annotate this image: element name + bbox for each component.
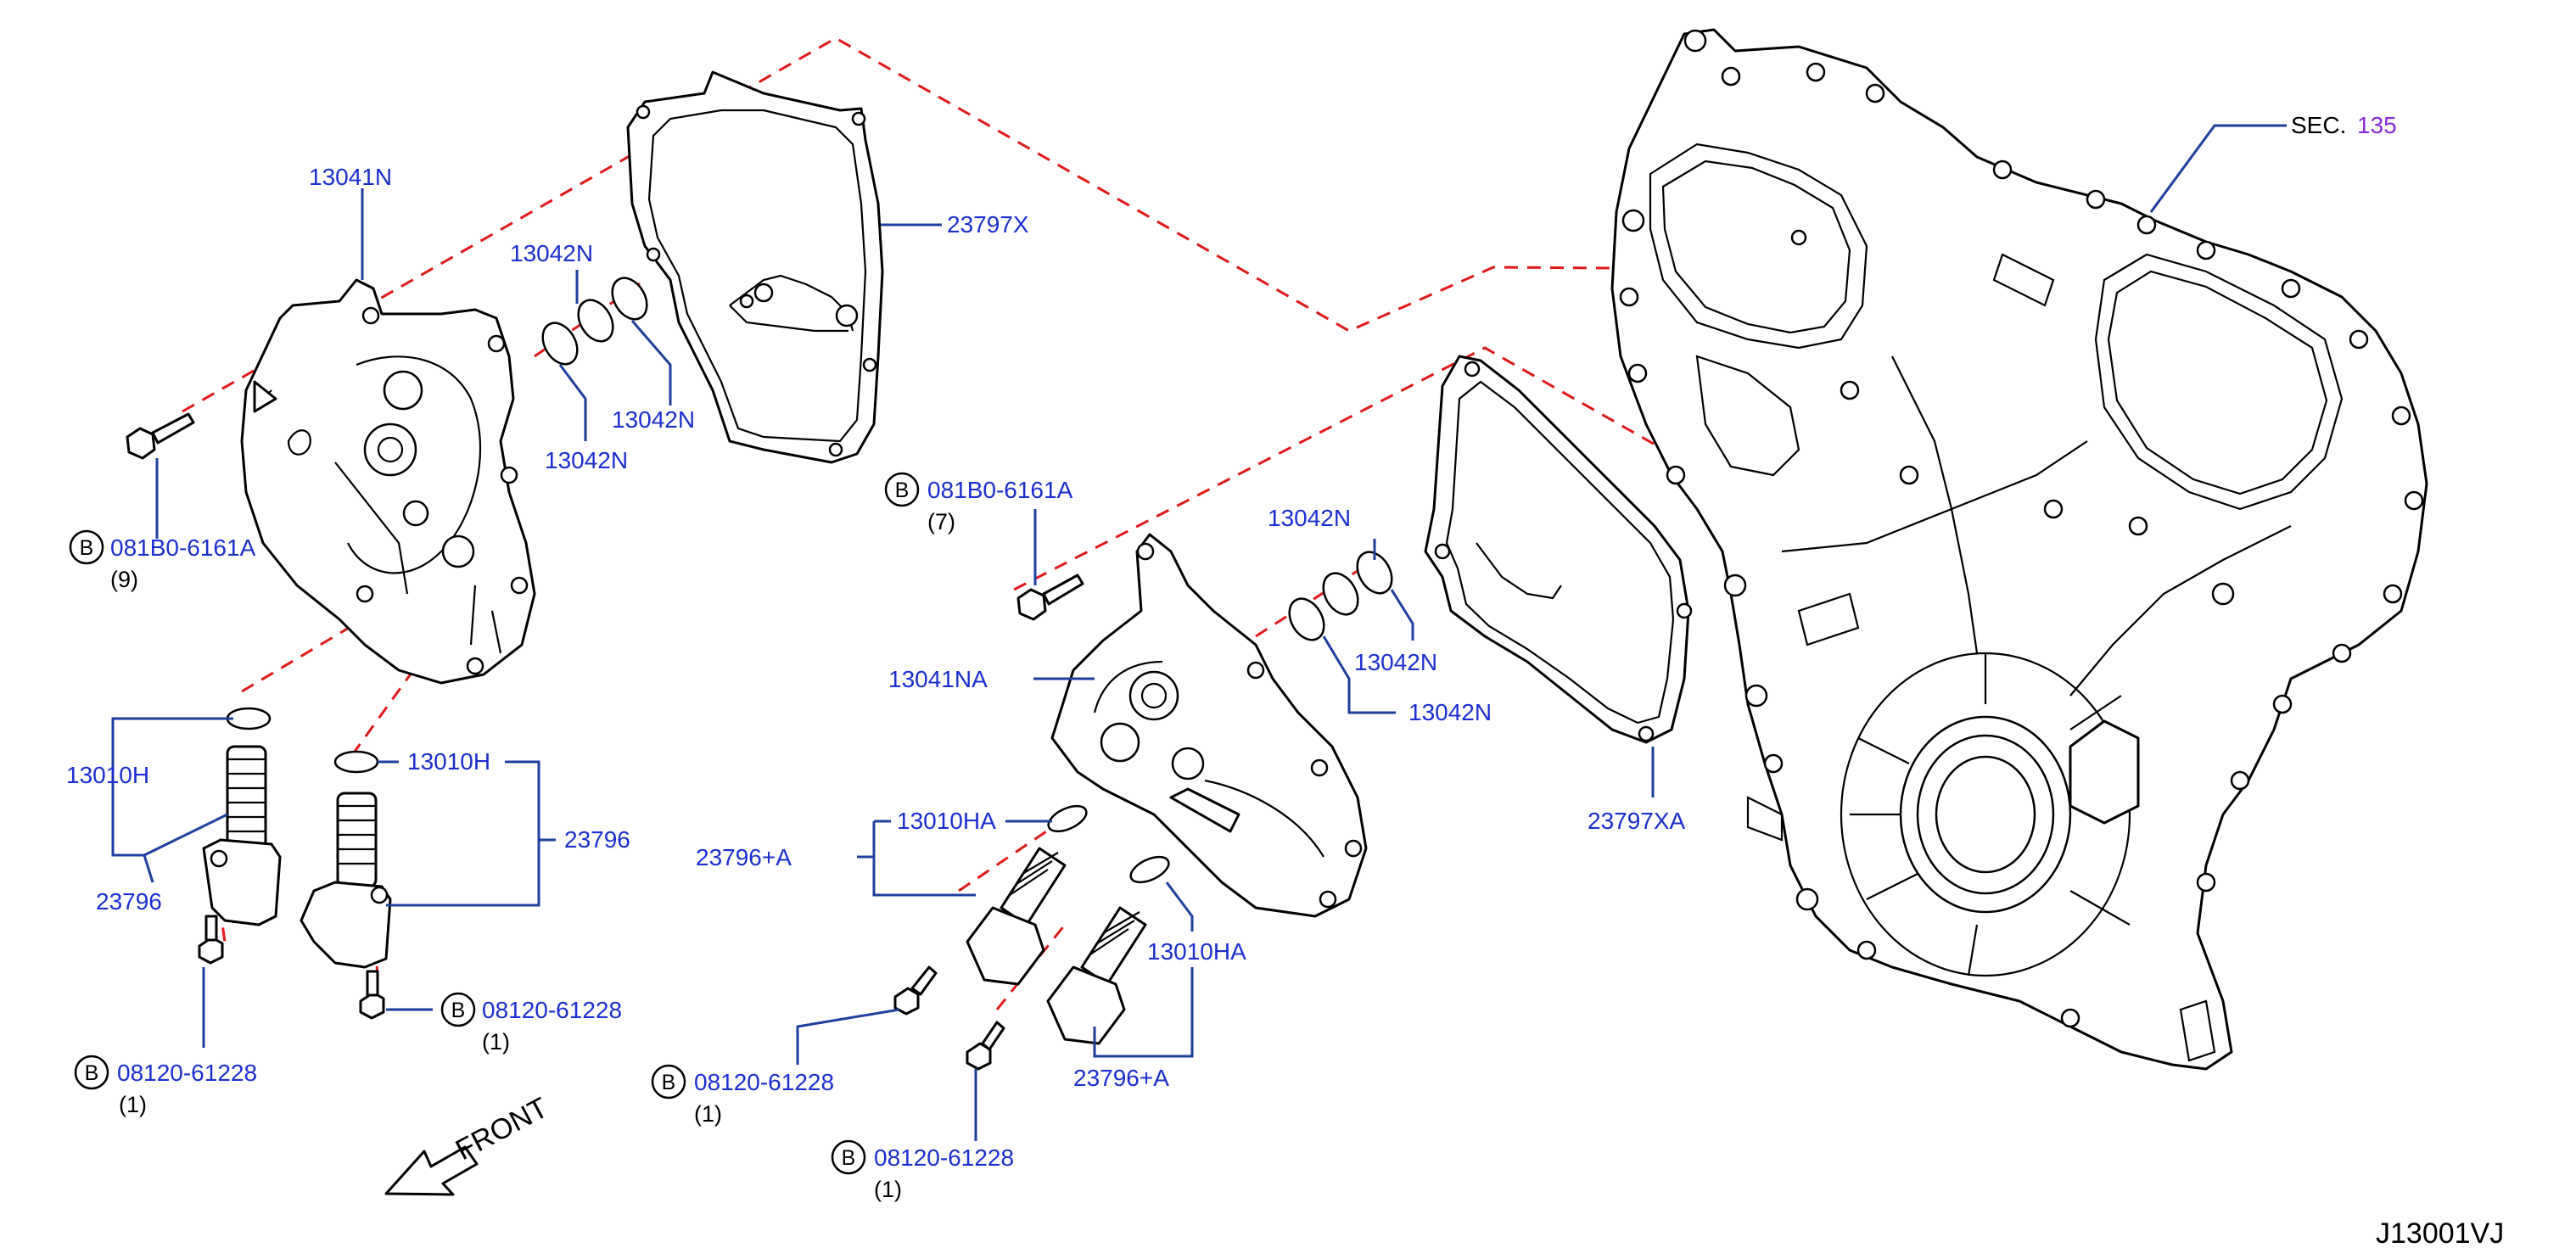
cover-left-drawing [240, 278, 536, 685]
cover-right-drawing [1050, 533, 1368, 918]
bolt-quantity: (1) [119, 1092, 147, 1117]
front-arrow-icon [384, 1145, 479, 1196]
bolt-quantity: (1) [694, 1101, 722, 1127]
solenoid-right-b-drawing [1046, 855, 1170, 1045]
label-gasket-upper: 23797X [947, 211, 1029, 238]
label-solenoid-mid: 23796 [564, 826, 630, 853]
bolt-mark: B [662, 1071, 676, 1094]
label-solenoid-right-b: 23796+A [1073, 1065, 1169, 1091]
bolt-callouts: B 081B0-6161A (9) B 081B0-6161A (7) B 08… [69, 472, 1073, 1202]
label-oring-right-1: 13042N [1268, 505, 1351, 531]
label-solenoid-oring-right-b: 13010HA [1147, 938, 1246, 965]
bolt-left-drawing [126, 412, 195, 460]
bolt-callout: B 08120-61228 (1) [74, 1055, 257, 1117]
orings-upper-drawing [541, 277, 648, 366]
label-cover-right: 13041NA [888, 666, 988, 692]
diagram-code: J13001VJ [2376, 1217, 2504, 1250]
bolt-callout: B 081B0-6161A (9) [69, 529, 256, 592]
bolt-callout: B 08120-61228 (1) [440, 992, 622, 1055]
bolt-callout: B 081B0-6161A (7) [884, 472, 1073, 534]
leader-lines [111, 124, 2287, 1141]
bolt-callout: B 08120-61228 (1) [651, 1064, 834, 1127]
bolt-mark: B [80, 536, 94, 560]
label-solenoid-left: 23796 [96, 888, 162, 915]
label-oring-upper-3: 13042N [545, 447, 628, 473]
bolt-mark-circle [651, 1064, 686, 1100]
bolt-mark: B [895, 478, 910, 502]
bolt-part-number: 081B0-6161A [927, 477, 1073, 503]
small-bolts-left-drawing [198, 915, 385, 1020]
label-cover-left: 13041N [309, 164, 392, 190]
bolt-mark-circle [831, 1139, 866, 1175]
bolt-mark-circle [884, 472, 920, 507]
label-solenoid-oring-right-a: 13010HA [897, 808, 996, 834]
bolt-mark: B [85, 1061, 99, 1085]
gasket-lower-drawing [1424, 355, 1693, 744]
front-arrow: FRONT [384, 1092, 553, 1196]
bolt-quantity: (1) [482, 1029, 510, 1055]
part-labels: 13041N 13042N 13042N 13042N 23797X SEC. … [66, 112, 2397, 1091]
solenoid-mid-drawing [300, 750, 392, 969]
label-oring-right-3: 13042N [1408, 699, 1492, 725]
front-label: FRONT [451, 1092, 553, 1167]
label-solenoid-oring-left: 13010H [66, 762, 149, 788]
bolt-mark: B [451, 999, 466, 1022]
bolt-callout: B 08120-61228 (1) [831, 1139, 1014, 1202]
orings-right-drawing [1288, 551, 1393, 641]
bolt-mark-circle [440, 992, 476, 1027]
solenoid-right-a-drawing [966, 804, 1088, 986]
bolt-mark: B [842, 1146, 856, 1170]
bolt-mark-circle [74, 1055, 109, 1090]
bolt-part-number: 08120-61228 [694, 1069, 834, 1095]
bolt-part-number: 08120-61228 [482, 997, 622, 1023]
label-solenoid-right-a: 23796+A [696, 844, 792, 870]
bolt-quantity: (9) [110, 567, 138, 592]
bolt-part-number: 08120-61228 [874, 1144, 1014, 1171]
label-oring-upper-2: 13042N [612, 406, 695, 433]
bolt-mark-circle [69, 529, 104, 565]
bolt-right-drawing [1016, 574, 1084, 621]
bolt-quantity: (1) [874, 1177, 902, 1202]
solenoid-left-drawing [202, 707, 282, 926]
label-gasket-lower: 23797XA [1588, 808, 1686, 834]
bolt-quantity: (7) [927, 509, 955, 534]
label-solenoid-oring-mid: 13010H [407, 748, 490, 775]
small-bolts-right-drawing [893, 965, 1005, 1071]
front-case-drawing [1610, 28, 2428, 1071]
bolt-part-number: 08120-61228 [117, 1060, 257, 1086]
bolt-part-number: 081B0-6161A [110, 534, 256, 561]
label-oring-upper-1: 13042N [510, 240, 593, 266]
label-sec-prefix: SEC. [2291, 112, 2346, 138]
label-sec-number: 135 [2357, 112, 2397, 138]
gasket-upper-drawing [626, 70, 884, 464]
label-oring-right-2: 13042N [1354, 649, 1437, 675]
